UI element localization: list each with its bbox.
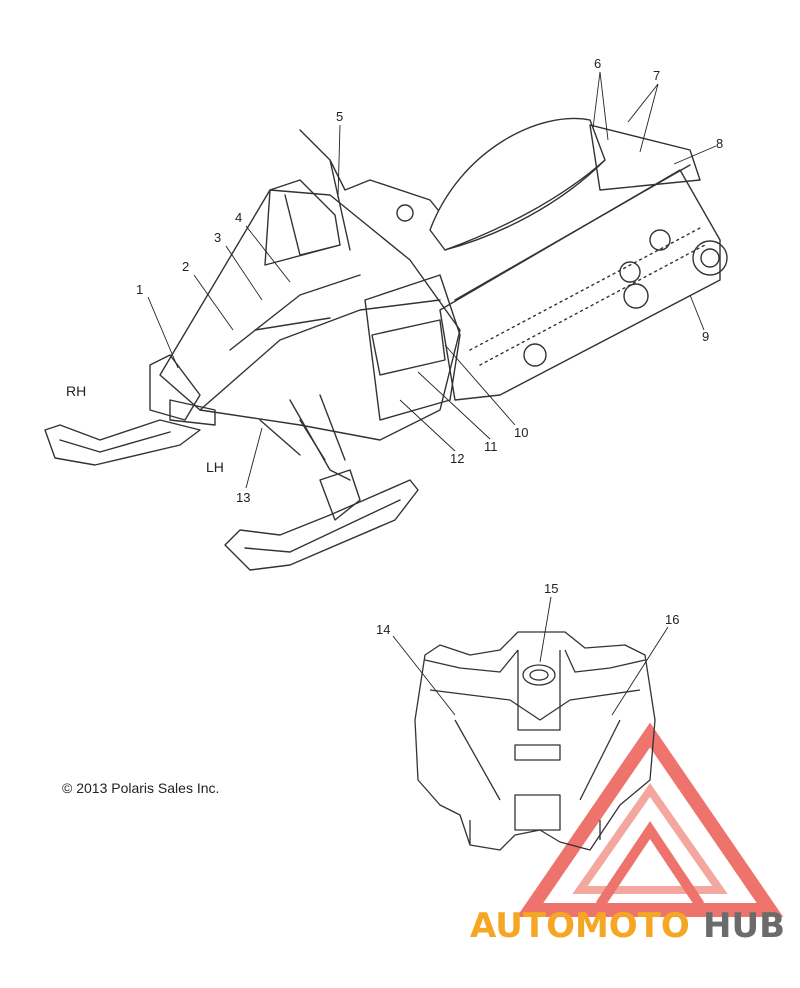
callout-8: 8: [716, 136, 723, 151]
watermark-text-part2: HUB: [703, 906, 785, 946]
callout-6: 6: [594, 56, 601, 71]
side-label-lh: LH: [206, 459, 224, 475]
hood-leader-lines: [392, 596, 669, 716]
callout-15: 15: [544, 581, 558, 596]
callout-10: 10: [514, 425, 528, 440]
callout-3: 3: [214, 230, 221, 245]
callout-1: 1: [136, 282, 143, 297]
callout-labels-top: 1 2 3 4 5 6 7 8 9 10 11 12 13: [136, 56, 723, 505]
callout-14: 14: [376, 622, 390, 637]
callout-12: 12: [450, 451, 464, 466]
callout-labels-hood: 14 15 16: [376, 581, 679, 637]
callout-4: 4: [235, 210, 242, 225]
callout-11: 11: [484, 439, 498, 454]
side-label-rh: RH: [66, 383, 86, 399]
watermark-text-part1: AUTOMOTO: [470, 906, 690, 946]
watermark-wordmark: AUTOMOTO HUB: [470, 906, 785, 946]
copyright-notice: © 2013 Polaris Sales Inc.: [62, 780, 220, 796]
callout-7: 7: [653, 68, 660, 83]
callout-5: 5: [336, 109, 343, 124]
callout-9: 9: [702, 329, 709, 344]
snowmobile-drawing: [44, 117, 728, 571]
hood-front-view: [414, 631, 656, 851]
watermark-logo: [516, 722, 784, 917]
callout-13: 13: [236, 490, 250, 505]
callout-16: 16: [665, 612, 679, 627]
leader-lines: [147, 71, 717, 489]
callout-2: 2: [182, 259, 189, 274]
